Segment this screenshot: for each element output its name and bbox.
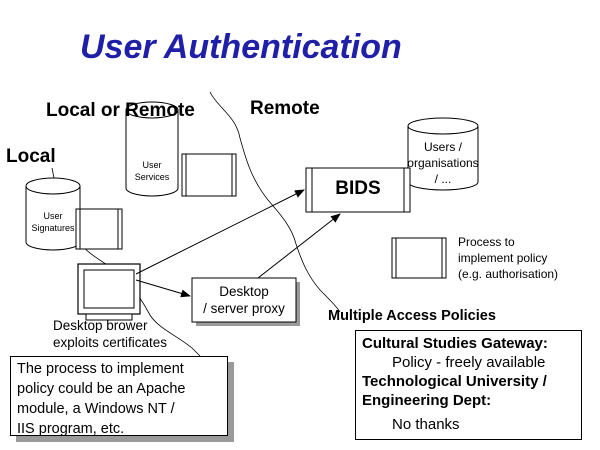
process-legend-line: implement policy <box>458 251 548 265</box>
process-legend-label: Process to implement policy (e.g. author… <box>458 234 558 282</box>
gateway-policy: Policy - freely available <box>392 354 546 371</box>
process-legend-box <box>391 237 447 279</box>
arrow-monitor-to-bids <box>135 189 305 275</box>
page-title: User Authentication <box>80 28 402 66</box>
zone-label-local-or-remote: Local or Remote <box>46 100 195 121</box>
process-legend-line: (e.g. authorisation) <box>458 267 559 281</box>
user-services-label-line: User <box>142 160 162 170</box>
university-heading-line-1: Technological University / <box>362 373 547 390</box>
arrow-monitor-to-proxy <box>135 279 191 298</box>
boundary-remote <box>209 91 341 313</box>
process-legend-line: Process to <box>458 235 515 249</box>
user-signatures-label: User Signatures <box>26 210 80 234</box>
users-orgs-label-line: Users / <box>423 140 462 154</box>
zone-label-local: Local <box>6 146 56 167</box>
users-organisations-cylinder <box>407 117 479 191</box>
computer-monitor-icon <box>77 263 141 321</box>
note-box: The process to implement policy could be… <box>10 356 228 437</box>
note-line: module, a Windows NT / <box>17 401 175 417</box>
desktop-proxy-label-line: / server proxy <box>203 301 285 316</box>
users-organisations-label: Users / organisations / ... <box>403 139 483 187</box>
policy-box: Cultural Studies Gateway: Policy - freel… <box>355 330 582 440</box>
zone-label-remote: Remote <box>250 98 320 119</box>
user-services-label: User Services <box>127 159 177 183</box>
user-signatures-label-line: User <box>43 211 63 221</box>
desktop-proxy-label-line: Desktop <box>219 284 269 299</box>
process-box-user-services <box>181 153 237 197</box>
multiple-access-policies-heading: Multiple Access Policies <box>328 308 496 324</box>
user-signatures-label-line: Signatures <box>31 223 75 233</box>
desktop-browser-label-line: Desktop brower <box>53 318 148 333</box>
users-orgs-label-line: organisations <box>407 156 479 170</box>
note-line: IIS program, etc. <box>17 421 125 437</box>
process-box-signatures <box>75 208 123 250</box>
user-services-label-line: Services <box>134 172 170 182</box>
desktop-browser-label-line: exploits certificates <box>53 335 168 350</box>
note-line: policy could be an Apache <box>17 381 186 397</box>
gateway-heading: Cultural Studies Gateway: <box>362 335 548 352</box>
bids-box <box>305 167 411 213</box>
desktop-browser-label: Desktop brower exploits certificates <box>53 317 167 351</box>
user-services-cylinder <box>125 101 179 197</box>
arrow-proxy-to-bids <box>257 213 341 279</box>
users-orgs-label-line: / ... <box>434 172 452 186</box>
desktop-proxy-box <box>191 277 300 326</box>
university-heading-line-2: Engineering Dept: <box>362 392 492 409</box>
bids-label: BIDS <box>335 178 381 199</box>
note-line: The process to implement <box>17 361 184 377</box>
desktop-proxy-label: Desktop / server proxy <box>192 283 296 317</box>
university-policy: No thanks <box>392 416 460 433</box>
